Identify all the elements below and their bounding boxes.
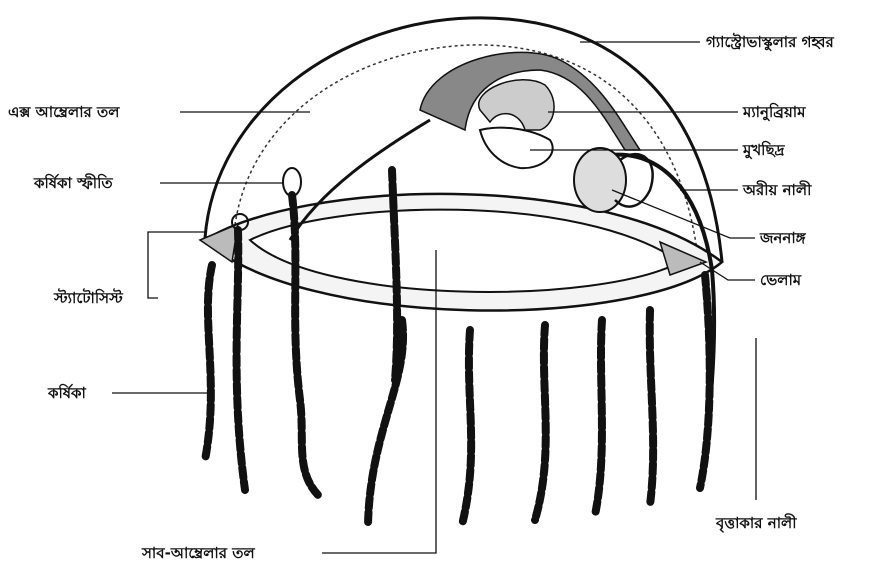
radial-canal-right bbox=[610, 155, 714, 485]
tentacle bbox=[462, 330, 471, 525]
label-gastrovascular-cavity: গ্যাস্ট্রোভাস্কুলার গহ্বর bbox=[706, 32, 834, 51]
label-radial-canal: অরীয় নালী bbox=[742, 180, 812, 199]
tentacle bbox=[595, 320, 602, 515]
tentacle bbox=[237, 230, 245, 490]
tentacle bbox=[535, 325, 546, 520]
label-exumbrella: এক্স আম্ব্রেলার তল bbox=[8, 103, 120, 121]
label-tentacle: কর্ষিকা bbox=[47, 383, 87, 402]
mouth-opening bbox=[480, 128, 553, 168]
tentacle bbox=[700, 275, 710, 488]
label-subumbrella: সাব-আম্ব্রেলার তল bbox=[141, 544, 255, 562]
manubrium bbox=[479, 80, 554, 130]
tentacle bbox=[650, 310, 653, 505]
label-statocyst: স্ট্যাটোসিস্ট bbox=[53, 288, 124, 307]
tentacle bbox=[205, 265, 212, 460]
label-manubrium: ম্যানুব্রিয়াম bbox=[742, 102, 806, 121]
label-gonad: জননাঙ্গ bbox=[759, 229, 807, 247]
leader-statocyst bbox=[148, 232, 205, 298]
tentacle bbox=[392, 170, 397, 380]
label-tentacle-bulb: কর্ষিকা স্ফীতি bbox=[33, 173, 113, 192]
label-velum: ভেলাম bbox=[760, 271, 802, 289]
label-mouth: মুখছিদ্র bbox=[742, 140, 786, 159]
label-ring-canal: বৃত্তাকার নালী bbox=[715, 513, 797, 534]
